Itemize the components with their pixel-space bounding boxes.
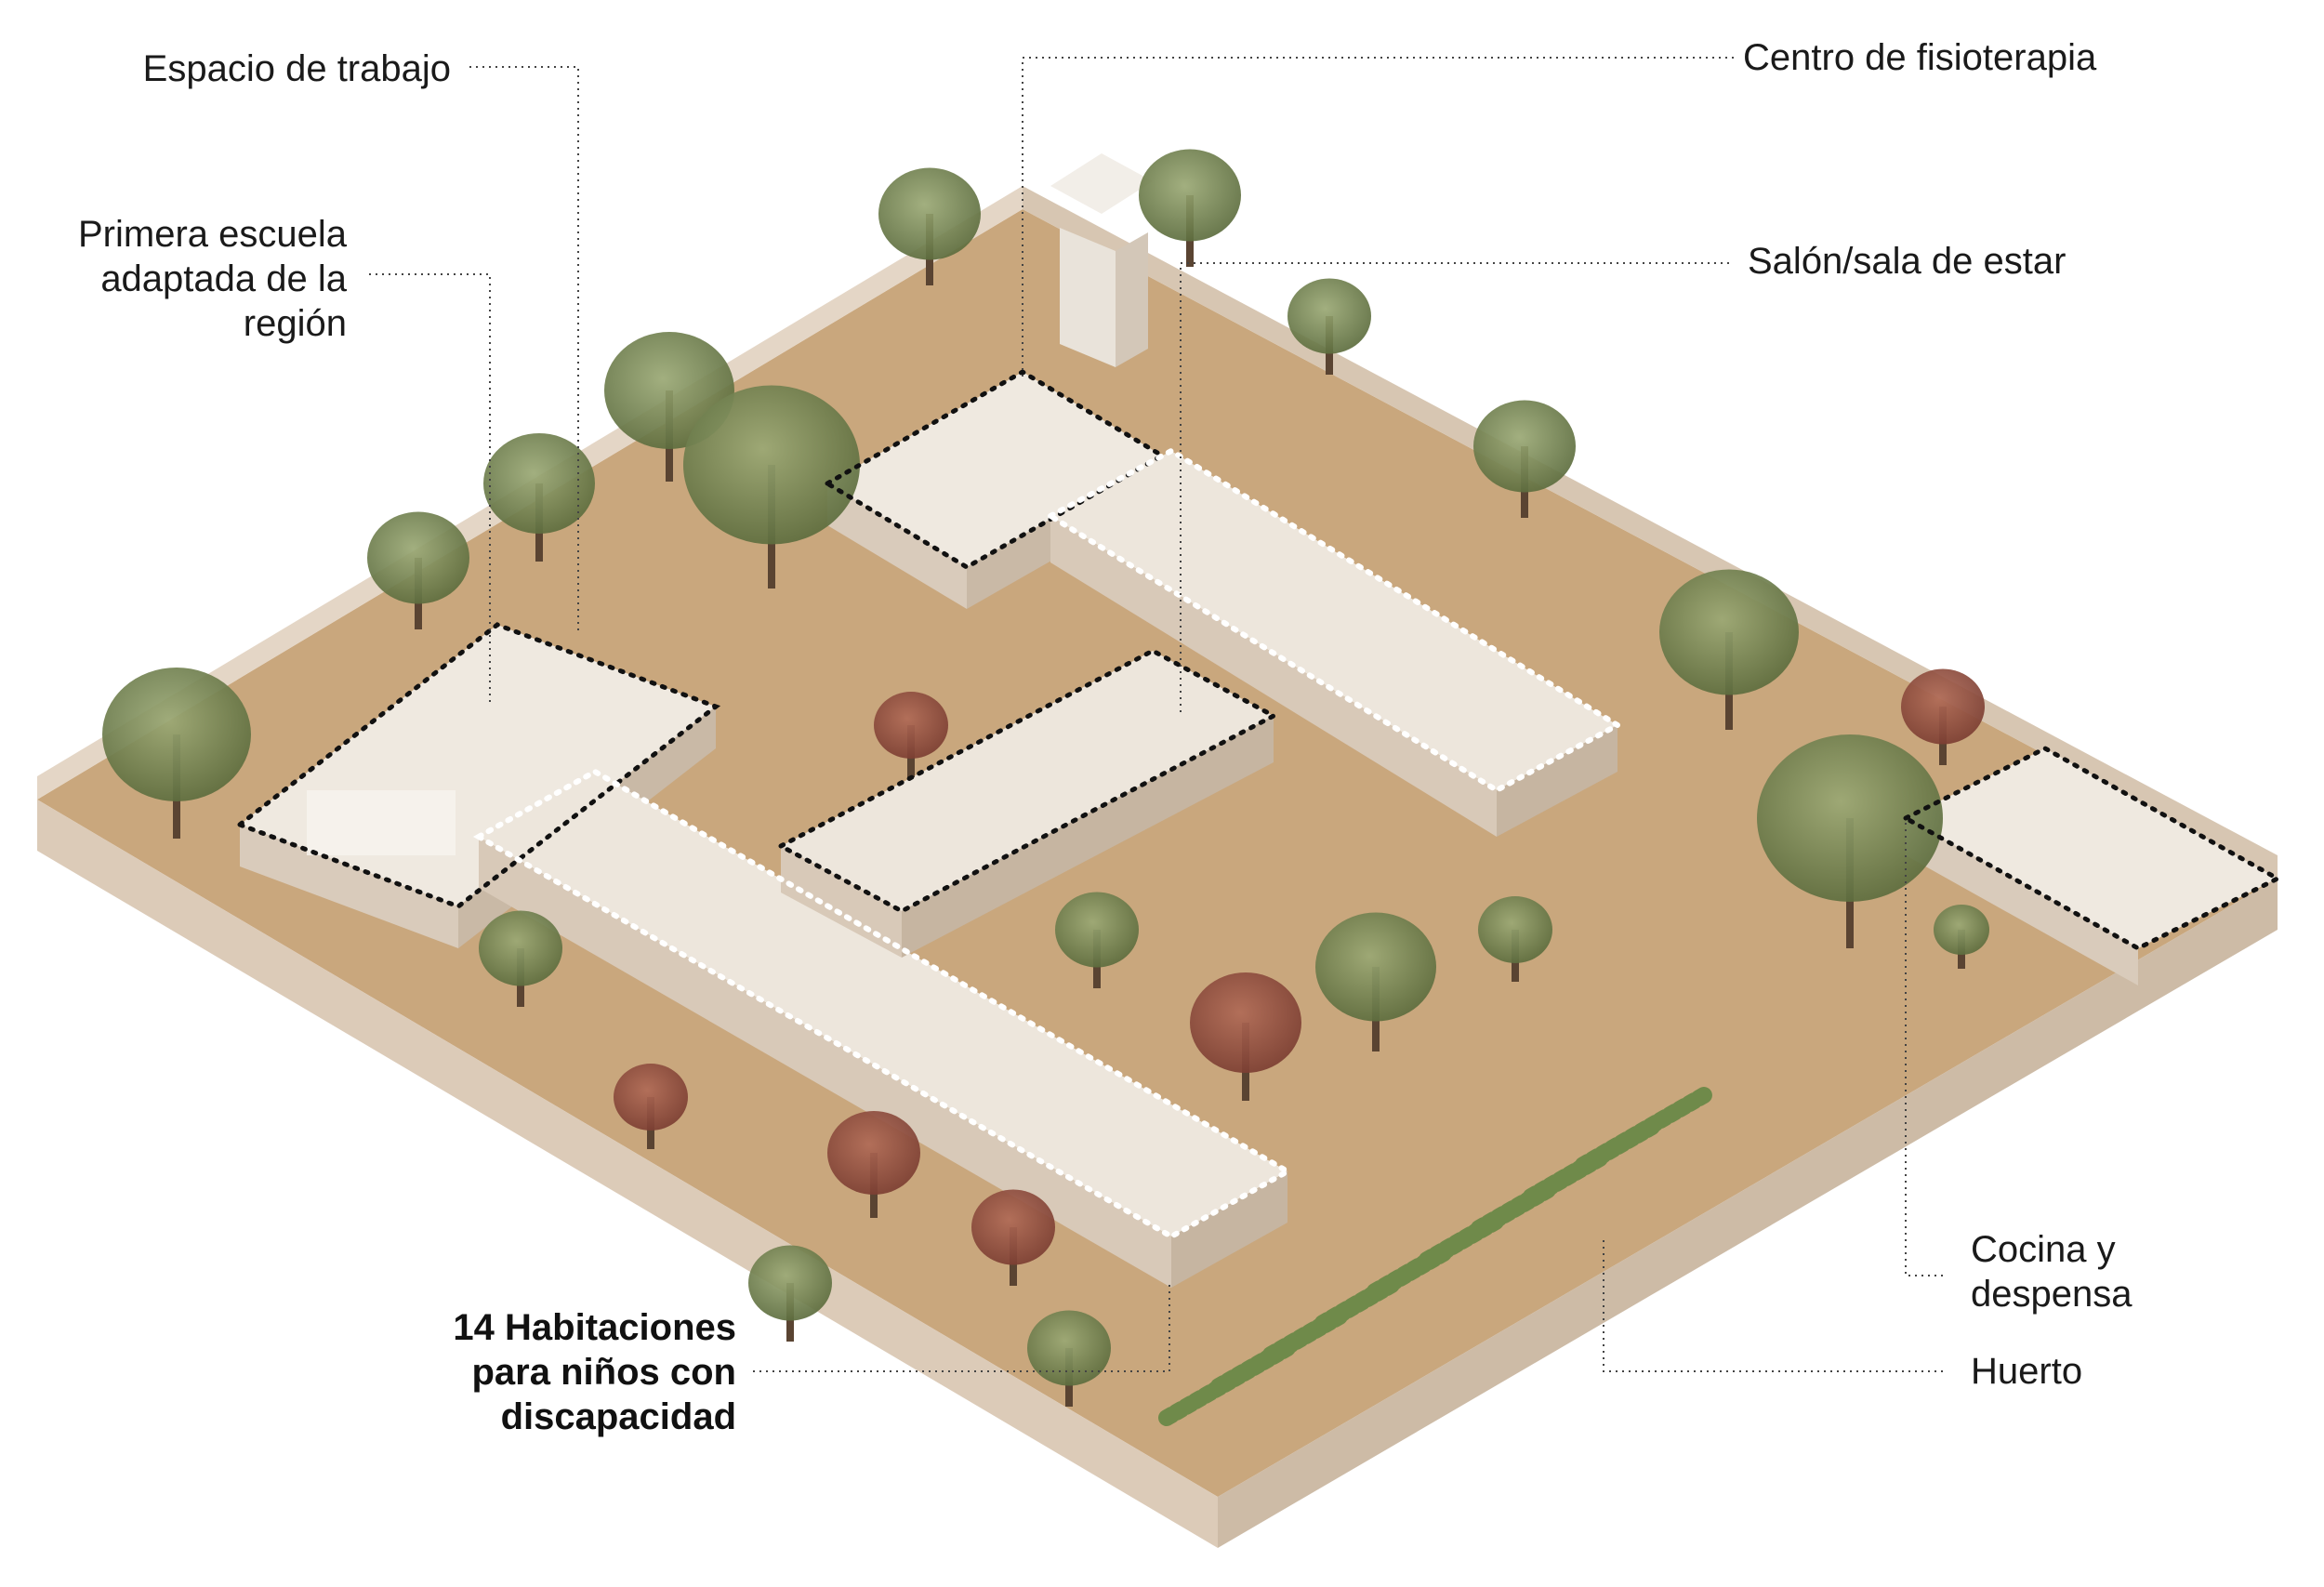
tree-canopy bbox=[1757, 734, 1943, 902]
leader-habitaciones bbox=[753, 1283, 1170, 1372]
tree-canopy bbox=[748, 1245, 832, 1321]
living-wing bbox=[1050, 451, 1618, 837]
tree-canopy bbox=[1287, 278, 1371, 354]
tree-canopy bbox=[971, 1189, 1055, 1265]
garden-row bbox=[1575, 1087, 1712, 1173]
vegetable-garden bbox=[1158, 1087, 1712, 1426]
label-centro-fisioterapia: Centro de fisioterapia bbox=[1743, 37, 2097, 78]
tree-canopy bbox=[614, 1064, 688, 1131]
trees bbox=[102, 149, 1989, 1407]
perimeter-wall-left bbox=[37, 800, 1218, 1548]
tree-canopy bbox=[878, 167, 981, 260]
tree-canopy bbox=[1659, 569, 1799, 695]
living-outline bbox=[1044, 447, 1624, 794]
label-habitaciones: 14 Habitaciones para niños con discapaci… bbox=[453, 1307, 736, 1437]
tree-canopy bbox=[1027, 1310, 1111, 1386]
label-espacio-trabajo: Espacio de trabajo bbox=[142, 48, 451, 89]
tree-canopy bbox=[367, 511, 469, 604]
middle-outline bbox=[775, 648, 1279, 914]
leader-centro-fisioterapia bbox=[1022, 57, 1734, 377]
tree-canopy bbox=[483, 433, 595, 534]
school-outline bbox=[234, 622, 721, 909]
leader-salon bbox=[1180, 262, 1729, 716]
kitchen-outline bbox=[1900, 746, 2283, 951]
tree-canopy bbox=[1934, 905, 1989, 955]
label-salon: Salón/sala de estar bbox=[1748, 241, 2067, 282]
label-huerto: Huerto bbox=[1971, 1351, 2083, 1392]
middle-block bbox=[781, 651, 1274, 958]
tree-canopy bbox=[1190, 972, 1301, 1073]
tree-canopy bbox=[1901, 668, 1985, 745]
dormitory-outline bbox=[472, 768, 1294, 1240]
perimeter-wall-right bbox=[1218, 879, 2278, 1548]
tree-canopy bbox=[102, 668, 251, 801]
label-cocina: Cocina y despensa bbox=[1971, 1229, 2133, 1315]
physio-outline bbox=[823, 369, 1167, 570]
tree-canopy bbox=[874, 692, 948, 759]
leader-primera-escuela bbox=[369, 273, 491, 707]
dormitory-block bbox=[479, 772, 1287, 1288]
tree-canopy bbox=[479, 910, 562, 986]
water-tower bbox=[1050, 153, 1153, 367]
tree-canopy bbox=[1139, 149, 1241, 242]
ground-plot bbox=[37, 209, 2278, 1497]
kitchen-building bbox=[1906, 748, 2278, 985]
tree-canopy bbox=[683, 385, 860, 545]
leader-huerto bbox=[1603, 1237, 1943, 1372]
tree-canopy bbox=[1473, 400, 1576, 493]
tree-canopy bbox=[827, 1111, 920, 1195]
label-primera-escuela: Primera escuela adaptada de la región bbox=[77, 214, 347, 344]
tree-canopy bbox=[1055, 892, 1139, 968]
tree-canopy bbox=[1315, 912, 1436, 1022]
tree-canopy bbox=[1478, 896, 1552, 963]
